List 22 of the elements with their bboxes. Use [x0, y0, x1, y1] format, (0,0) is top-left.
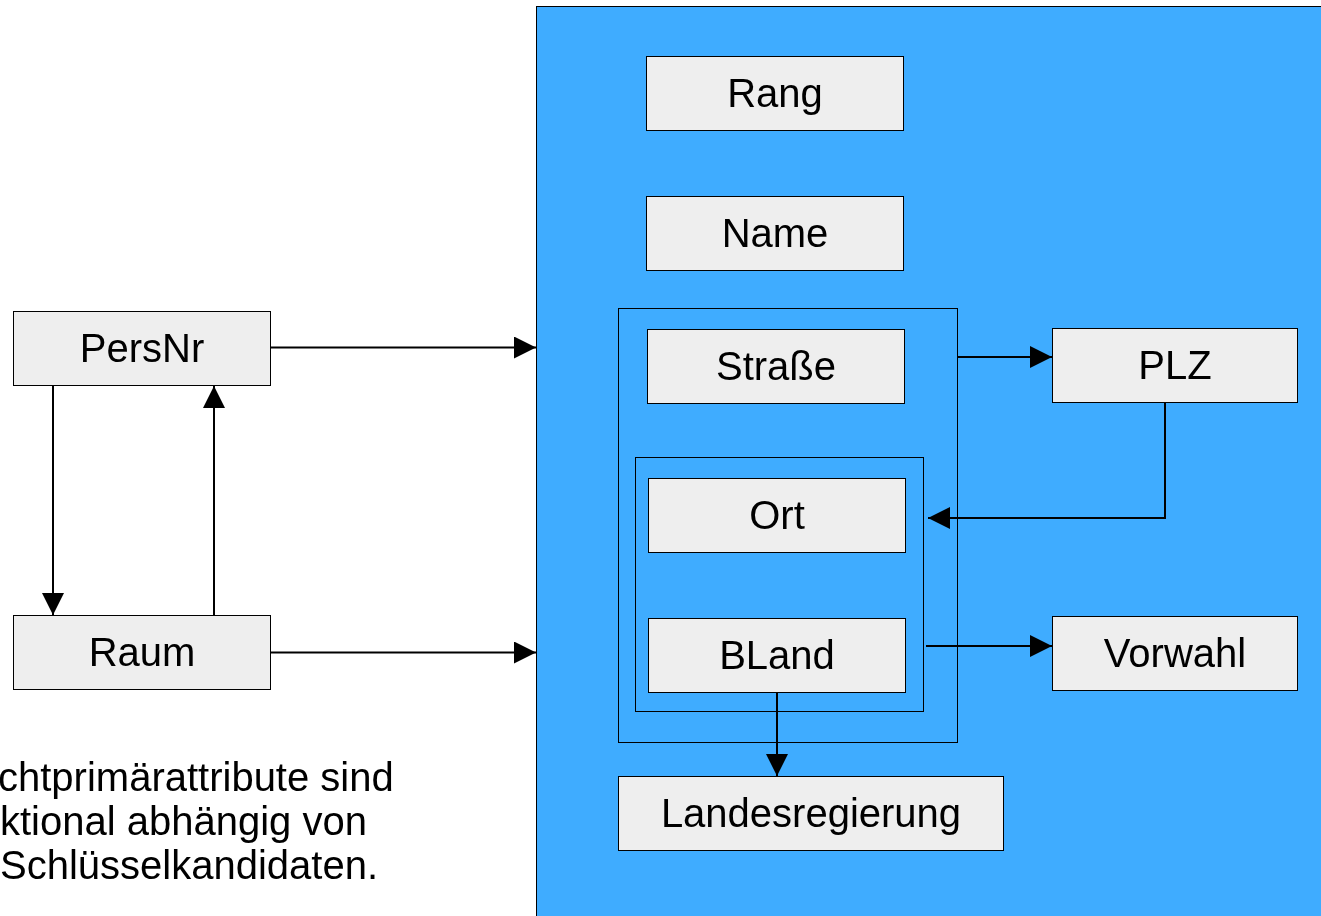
group-box — [618, 308, 958, 743]
note-text: chtprimärattribute sind ktional abhängig von Schlüsselkandidaten. — [0, 755, 395, 887]
arrow — [957, 346, 1053, 368]
attribute-box: Landesregierung — [618, 776, 1004, 851]
arrow — [925, 635, 1053, 657]
attribute-box: BLand — [648, 618, 906, 693]
attribute-box: PLZ — [1052, 328, 1298, 403]
arrow — [270, 641, 537, 664]
group-box — [635, 457, 924, 712]
attribute-box: Name — [646, 196, 904, 271]
arrow — [42, 385, 64, 616]
arrow — [203, 385, 225, 616]
attribute-box: Ort — [648, 478, 906, 553]
arrow — [766, 692, 788, 777]
attribute-box: PersNr — [13, 311, 271, 386]
attribute-box: Raum — [13, 615, 271, 690]
attribute-box: Rang — [646, 56, 904, 131]
arrow — [270, 336, 537, 359]
attribute-panel — [536, 6, 1321, 916]
arrow — [927, 402, 1166, 529]
attribute-box: Straße — [647, 329, 905, 404]
attribute-box: Vorwahl — [1052, 616, 1298, 691]
